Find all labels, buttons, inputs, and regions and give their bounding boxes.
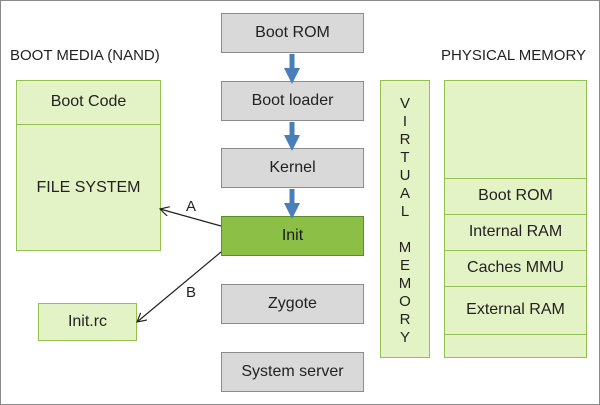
virtual-memory-letter: L — [400, 203, 410, 220]
pm-region-boot-rom-label: Boot ROM — [478, 187, 553, 204]
pm-divider-4 — [444, 286, 587, 287]
boot-media-container — [16, 80, 161, 251]
virtual-memory-letter — [403, 221, 407, 239]
zygote-box: Zygote — [221, 284, 364, 324]
pm-region-internal-ram: Internal RAM — [444, 214, 587, 250]
kernel-label: Kernel — [269, 159, 316, 176]
boot-rom-label: Boot ROM — [255, 24, 330, 41]
virtual-memory-box — [380, 80, 430, 358]
pm-divider-2 — [444, 214, 587, 215]
pm-divider-5 — [444, 334, 587, 335]
boot-loader-box: Boot loader — [221, 81, 364, 121]
virtual-memory-letter: Y — [399, 329, 410, 346]
virtual-memory-letter: E — [399, 257, 410, 274]
boot-loader-label: Boot loader — [251, 92, 334, 109]
file-system-label: FILE SYSTEM — [36, 179, 141, 196]
pm-divider-1 — [444, 178, 587, 179]
kernel-box: Kernel — [221, 148, 364, 188]
virtual-memory-letter: T — [400, 149, 410, 166]
arrow-b — [137, 251, 222, 322]
physical-memory-title: PHYSICAL MEMORY — [441, 47, 587, 64]
system-server-label: System server — [241, 363, 344, 380]
virtual-memory-letter: V — [399, 95, 410, 112]
file-system-region: FILE SYSTEM — [16, 170, 161, 206]
boot-code-region: Boot Code — [16, 80, 161, 124]
zygote-label: Zygote — [268, 295, 317, 312]
init-label: Init — [281, 227, 304, 244]
virtual-memory-letter: O — [399, 293, 411, 310]
virtual-memory-letter: M — [398, 239, 412, 256]
system-server-box: System server — [221, 352, 364, 392]
pm-region-caches-mmu-label: Caches MMU — [467, 259, 564, 276]
boot-media-divider — [16, 124, 161, 125]
physical-memory-box — [444, 80, 587, 358]
virtual-memory-letter: M — [398, 275, 412, 292]
init-rc-label: Init.rc — [67, 313, 108, 330]
arrow-b-label: B — [186, 284, 197, 301]
virtual-memory-letter: R — [399, 311, 411, 328]
arrow-a-label: A — [186, 198, 197, 215]
pm-region-boot-rom: Boot ROM — [444, 178, 587, 214]
pm-region-internal-ram-label: Internal RAM — [468, 223, 563, 240]
virtual-memory-letter: R — [399, 131, 411, 148]
boot-code-label: Boot Code — [50, 93, 127, 110]
pm-region-external-ram: External RAM — [444, 286, 587, 334]
virtual-memory-letter: A — [399, 185, 410, 202]
boot-media-title: BOOT MEDIA (NAND) — [10, 47, 160, 64]
pm-divider-3 — [444, 250, 587, 251]
virtual-memory-letter: U — [399, 167, 411, 184]
pm-region-external-ram-label: External RAM — [466, 301, 565, 318]
arrow-a — [160, 209, 222, 227]
pm-region-caches-mmu: Caches MMU — [444, 250, 587, 286]
virtual-memory-letter: I — [402, 113, 408, 130]
boot-rom-box: Boot ROM — [221, 13, 364, 53]
